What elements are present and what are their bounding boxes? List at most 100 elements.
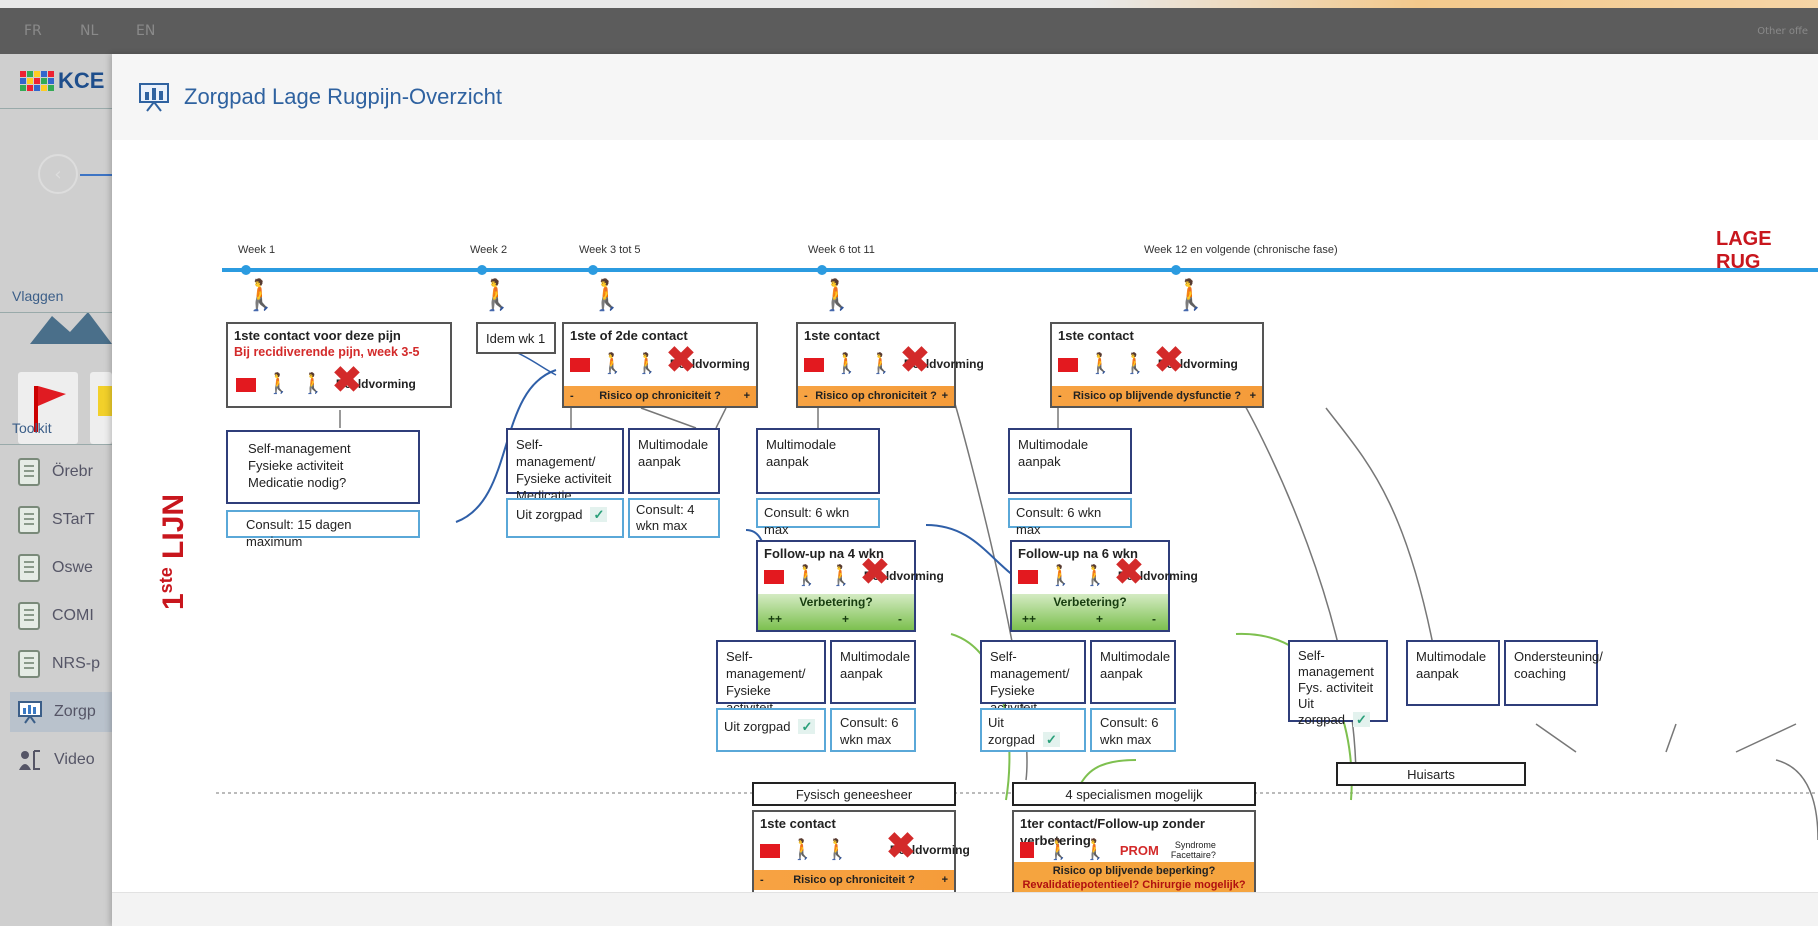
- yellow-flag-tile[interactable]: [90, 372, 112, 444]
- box-line: management: [1298, 664, 1374, 679]
- red-flag-icon: [236, 377, 256, 392]
- box-self-management-4: Self-management/Fysieke activiteit: [980, 640, 1086, 715]
- box-line: Self-management: [248, 441, 351, 456]
- huisarts-bar: Huisarts: [1336, 762, 1526, 786]
- divider: [0, 312, 112, 313]
- red-flag-icon: [1058, 357, 1078, 372]
- logo-text: KCE: [58, 68, 105, 93]
- language-en[interactable]: EN: [136, 23, 156, 39]
- week-label: Week 6 tot 11: [808, 244, 875, 256]
- box-line: Uit zorgpad: [1298, 696, 1345, 727]
- box-followup-6: Follow-up na 6 wkn 🚶 🚶 ✖Beeldvorming Ver…: [1010, 540, 1198, 632]
- tool-zorgpad[interactable]: Zorgp: [10, 692, 112, 732]
- box-contact-week12: 1ste contact 🚶 🚶 ✖Beeldvorming -Risico o…: [1050, 322, 1264, 408]
- box-heading: 1ter contact/Follow-up zonder verbeterin…: [1020, 816, 1205, 848]
- back-button[interactable]: ‹: [38, 154, 78, 194]
- cross-icon: ✖: [1113, 551, 1144, 592]
- box-heading: 1ste of 2de contact: [570, 328, 688, 343]
- box-text: Uit zorgpad: [724, 719, 791, 734]
- tool-orebro[interactable]: Örebr: [18, 452, 112, 492]
- box-line: Facettaire?: [1170, 850, 1216, 860]
- box-line: Fys. activiteit: [1298, 680, 1374, 695]
- box-line: coaching: [1514, 666, 1567, 681]
- cross-icon: ✖: [899, 339, 930, 380]
- box-line: Self-: [726, 649, 753, 664]
- box-line: Multimodale: [840, 649, 911, 664]
- cross-icon: ✖: [885, 825, 916, 866]
- divider: [0, 108, 112, 109]
- walking-person-icon: 🚶: [600, 353, 625, 375]
- imaging-crossed: ✖Beeldvorming: [665, 339, 750, 380]
- box-line: Self-: [1298, 648, 1325, 663]
- box-line: Fysieke activiteit: [516, 471, 612, 486]
- red-flag-icon: [34, 386, 66, 432]
- red-flag-icon: [764, 569, 784, 584]
- walking-person-icon: 🚶: [794, 565, 819, 587]
- box-heading: 1ste contact: [1058, 328, 1134, 343]
- tool-start[interactable]: STarT: [18, 500, 112, 540]
- first-line-sup: ste: [156, 567, 176, 594]
- imaging-crossed: ✖Beeldvorming: [1153, 339, 1238, 380]
- progress-line: [80, 174, 112, 176]
- check-icon: ✓: [1042, 732, 1060, 747]
- physio-icon: 🚶: [1082, 838, 1108, 861]
- other-offers-link[interactable]: Other offe: [1757, 26, 1808, 37]
- improvement-bar: Verbetering?+++-: [758, 594, 914, 630]
- risk-bar: -Risico op chroniciteit ?+: [564, 386, 756, 406]
- walking-person-icon: 🚶: [242, 278, 280, 313]
- language-fr[interactable]: FR: [24, 23, 42, 39]
- first-line-word: LIJN: [157, 493, 190, 559]
- box-heading: 1ste contact: [760, 816, 836, 831]
- physio-icon: 🚶: [1082, 565, 1108, 587]
- tool-label: Örebr: [52, 463, 93, 480]
- box-line: aanpak: [638, 454, 681, 469]
- tool-oswestry[interactable]: Oswe: [18, 548, 112, 588]
- kce-logo[interactable]: KCE: [20, 68, 104, 94]
- box-idem: Idem wk 1: [476, 322, 556, 354]
- box-line: management/: [726, 666, 806, 681]
- box-ondersteuning: Ondersteuning/coaching: [1504, 640, 1603, 706]
- physio-icon: 🚶: [828, 565, 854, 587]
- walking-person-icon: 🚶: [1172, 278, 1210, 313]
- tool-label: COMI: [52, 607, 94, 624]
- walking-person-icon: 🚶: [790, 839, 815, 861]
- fysisch-geneesheer-bar: Fysisch geneesheer: [752, 782, 956, 806]
- red-flag-icon: [1018, 569, 1038, 584]
- toolkit-label: Toolkit: [12, 420, 52, 436]
- box-line: Multimodale: [1416, 649, 1487, 664]
- box-uit-zorgpad: Uit zorgpad✓: [506, 498, 624, 538]
- chevron-left-icon: ‹: [54, 163, 62, 185]
- box-line: Consult: 6: [840, 715, 899, 730]
- box-self-management-3: Self-management/Fysieke activiteit: [716, 640, 826, 715]
- box-text: Idem wk 1: [486, 331, 546, 346]
- specialismen-bar: 4 specialismen mogelijk: [1012, 782, 1256, 806]
- walking-person-icon: 🚶: [1088, 353, 1113, 375]
- red-flag-tile[interactable]: [18, 372, 78, 444]
- box-line: aanpak: [1100, 666, 1143, 681]
- tool-video[interactable]: Video: [18, 740, 112, 780]
- tool-comi[interactable]: COMI: [18, 596, 112, 636]
- top-bar: FR NL EN Other offe: [0, 8, 1818, 54]
- physio-icon: 🚶: [300, 373, 326, 395]
- box-first-contact: 1ste contact voor deze pijn Bij recidive…: [226, 322, 452, 408]
- walking-person-icon: 🚶: [818, 278, 856, 313]
- modal-header: Zorgpad Lage Rugpijn-Overzicht: [112, 54, 1818, 140]
- week-label: Week 2: [470, 244, 508, 256]
- box-line: wkn max: [840, 732, 892, 747]
- week-label: Week 3 tot 5: [579, 244, 641, 256]
- box-contact-week6: 1ste contact 🚶 🚶 ✖Beeldvorming -Risico o…: [796, 322, 984, 408]
- box-text: Consult: 6 wkn max: [764, 505, 850, 537]
- box-line: Multimodale: [1100, 649, 1171, 664]
- cross-icon: ✖: [1153, 339, 1184, 380]
- box-text: Uit zorgpad: [516, 507, 583, 522]
- risk-bar: Risico op blijvende beperking? Revalidat…: [1014, 862, 1254, 892]
- language-nl[interactable]: NL: [80, 23, 99, 39]
- walking-person-icon: 🚶: [588, 278, 626, 313]
- cross-icon: ✖: [859, 551, 890, 592]
- box-text: Multimodale aanpak: [1018, 437, 1089, 469]
- tool-nrs[interactable]: NRS-p: [18, 644, 112, 684]
- walking-person-icon: 🚶: [266, 373, 291, 395]
